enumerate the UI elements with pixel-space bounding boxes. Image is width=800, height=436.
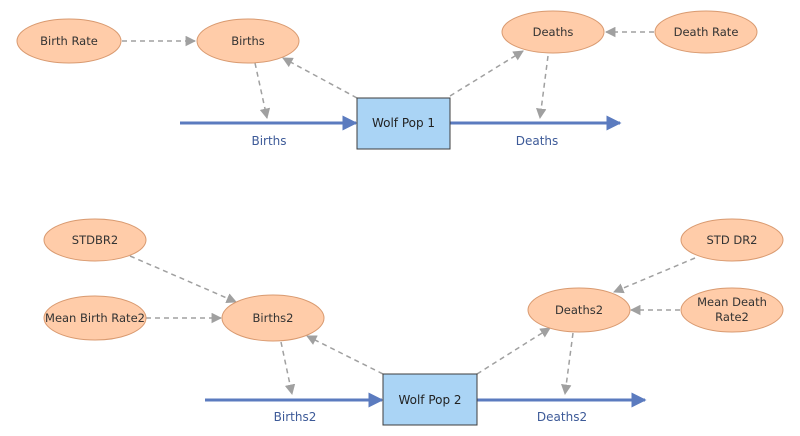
- stdbr2-node[interactable]: STDBR2: [43, 218, 147, 262]
- link-stock2-to-births2: [306, 335, 384, 375]
- std-dr2-node[interactable]: STD DR2: [680, 218, 784, 262]
- deaths2-flow-label: Deaths2: [537, 410, 587, 424]
- births-label: Births: [231, 34, 265, 48]
- link-stock2-to-deaths2: [476, 327, 551, 375]
- mean-death-rate2-label-line1: Mean Death: [697, 295, 767, 309]
- mean-birth-rate2-node[interactable]: Mean Birth Rate2: [43, 295, 147, 341]
- link-deaths2-to-flow: [561, 332, 574, 396]
- births-flow-label: Births: [251, 134, 286, 148]
- deaths-flow-label: Deaths: [516, 134, 559, 148]
- mean-birth-rate2-label: Mean Birth Rate2: [45, 311, 145, 325]
- mean-death-rate2-label-line2: Rate2: [715, 310, 749, 324]
- link-births2-to-flow: [280, 341, 296, 396]
- death-rate-node[interactable]: Death Rate: [654, 10, 758, 54]
- births2-flow-label: Births2: [274, 410, 317, 424]
- birth-rate-label: Birth Rate: [40, 34, 98, 48]
- wolf-pop-2-label: Wolf Pop 2: [398, 393, 461, 407]
- death-rate-label: Death Rate: [674, 25, 739, 39]
- link-stddr2-to-deaths2: [613, 257, 696, 294]
- link-births-to-flow: [254, 62, 271, 120]
- birth-rate-node[interactable]: Birth Rate: [16, 18, 122, 64]
- link-deaths-to-flow: [536, 55, 549, 120]
- deaths2-label: Deaths2: [555, 303, 603, 317]
- model-2: STDBR2 Mean Birth Rate2 Births2 Deaths2 …: [43, 218, 784, 426]
- births2-node[interactable]: Births2: [221, 294, 325, 342]
- wolf-pop-1-label: Wolf Pop 1: [372, 116, 435, 130]
- births-node[interactable]: Births: [196, 18, 300, 64]
- wolf-pop-1-stock[interactable]: Wolf Pop 1: [356, 97, 451, 150]
- wolf-pop-2-stock[interactable]: Wolf Pop 2: [382, 373, 478, 426]
- model-1: Birth Rate Births Deaths Death Rate Wolf…: [16, 10, 758, 150]
- births2-label: Births2: [253, 311, 294, 325]
- mean-death-rate2-node[interactable]: Mean Death Rate2: [680, 287, 784, 333]
- deaths2-node[interactable]: Deaths2: [527, 287, 631, 333]
- link-stock1-to-births: [282, 57, 358, 99]
- link-stdbr2-to-births2: [129, 255, 237, 304]
- deaths-node[interactable]: Deaths: [501, 10, 605, 54]
- link-stock1-to-deaths: [449, 50, 524, 97]
- stdbr2-label: STDBR2: [72, 233, 118, 247]
- deaths-label: Deaths: [533, 25, 574, 39]
- std-dr2-label: STD DR2: [707, 233, 758, 247]
